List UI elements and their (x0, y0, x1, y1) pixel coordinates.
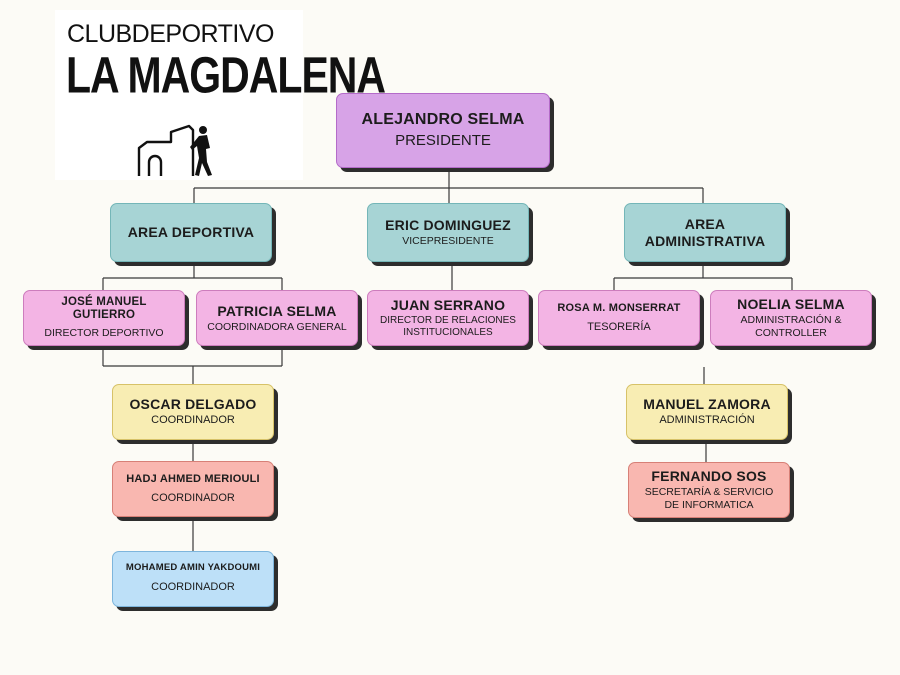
vicepresident-box: ERIC DOMINGUEZ VICEPRESIDENTE (367, 203, 529, 262)
relaciones-box: JUAN SERRANO DIRECTOR DE RELACIONES INST… (367, 290, 529, 346)
area-name: AREA DEPORTIVA (127, 224, 255, 241)
area-name: AREA ADMINISTRATIVA (644, 215, 766, 249)
person-role: DIRECTOR DE RELACIONES INSTITUCIONALES (380, 315, 516, 339)
coordinador-oscar-box: OSCAR DELGADO COORDINADOR (112, 384, 274, 440)
logo-text-club: CLUBDEPORTIVO (67, 20, 274, 48)
controller-box: NOELIA SELMA ADMINISTRACIÓN & CONTROLLER (710, 290, 872, 346)
area-administrativa-box: AREA ADMINISTRATIVA (624, 203, 786, 262)
tesoreria-box: ROSA M. MONSERRAT TESORERÍA (538, 290, 700, 346)
person-role: PRESIDENTE (395, 131, 491, 149)
person-name: MANUEL ZAMORA (643, 396, 771, 413)
club-logo: CLUBDEPORTIVO LA MAGDALENA (55, 10, 386, 180)
logo-text-name: LA MAGDALENA (66, 46, 386, 104)
person-name: NOELIA SELMA (737, 296, 845, 313)
person-role: COORDINADOR (151, 414, 235, 427)
person-name: MOHAMED AMIN YAKDOUMI (125, 562, 261, 574)
person-role: DIRECTOR DEPORTIVO (44, 327, 164, 340)
person-name: OSCAR DELGADO (129, 396, 257, 413)
director-deportivo-box: JOSÉ MANUEL GUTIERRO DIRECTOR DEPORTIVO (23, 290, 185, 346)
area-deportiva-box: AREA DEPORTIVA (110, 203, 272, 262)
person-role: COORDINADORA GENERAL (207, 320, 347, 333)
person-role: COORDINADOR (151, 581, 235, 594)
person-role: ADMINISTRACIÓN (659, 414, 755, 427)
person-name: JUAN SERRANO (390, 296, 506, 313)
coordinador-mohamed-box: MOHAMED AMIN YAKDOUMI COORDINADOR (112, 551, 274, 607)
person-name: ROSA M. MONSERRAT (557, 302, 681, 315)
president-box: ALEJANDRO SELMA PRESIDENTE (336, 93, 550, 168)
person-name: HADJ AHMED MERIOULI (126, 473, 260, 486)
chapel-and-runner-icon (137, 124, 212, 176)
administracion-box: MANUEL ZAMORA ADMINISTRACIÓN (626, 384, 788, 440)
person-name: JOSÉ MANUEL GUTIERRO (61, 295, 147, 322)
secretaria-box: FERNANDO SOS SECRETARÍA & SERVICIO DE IN… (628, 462, 790, 518)
coordinador-hadj-box: HADJ AHMED MERIOULI COORDINADOR (112, 461, 274, 517)
person-role: COORDINADOR (151, 491, 235, 504)
person-name: PATRICIA SELMA (217, 302, 337, 319)
person-name: ALEJANDRO SELMA (361, 111, 525, 129)
person-role: VICEPRESIDENTE (402, 235, 494, 248)
person-name: FERNANDO SOS (651, 468, 767, 485)
person-role: TESORERÍA (587, 320, 651, 333)
person-name: ERIC DOMINGUEZ (385, 217, 511, 234)
coordinadora-general-box: PATRICIA SELMA COORDINADORA GENERAL (196, 290, 358, 346)
person-role: ADMINISTRACIÓN & CONTROLLER (740, 314, 842, 340)
person-role: SECRETARÍA & SERVICIO DE INFORMATICA (644, 486, 774, 512)
